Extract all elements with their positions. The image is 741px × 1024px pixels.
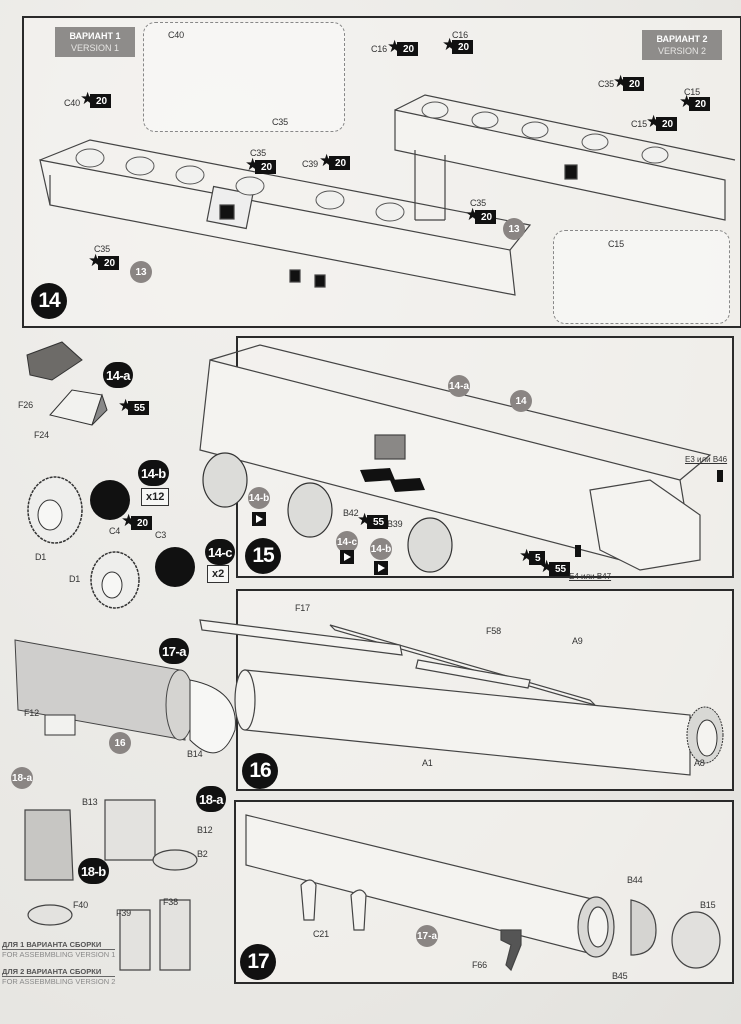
- part-label-c39: C39: [302, 159, 318, 169]
- flip-side-icon: [252, 512, 266, 526]
- wheel-assembly-illustration-14b: [27, 476, 130, 544]
- version-1-ru: ВАРИАНТ 1: [69, 31, 121, 41]
- part-label-c40: C40: [64, 98, 80, 108]
- ref-badge-14c: 14-c: [336, 531, 358, 553]
- part-label-f58: F58: [486, 626, 501, 636]
- quantity-box-x12: x12: [141, 488, 170, 506]
- ref-badge-13-v2: 13: [503, 218, 525, 240]
- sub-step-badge-17a: 17-a: [159, 638, 190, 664]
- step-number-15: 15: [245, 538, 281, 574]
- part-label-b42: B42: [343, 508, 359, 518]
- part-label-f39: F39: [116, 908, 131, 918]
- part-label-f26: F26: [18, 400, 33, 410]
- part-label-c16-a: C16: [371, 44, 387, 54]
- missile-tube-illustration: [199, 619, 724, 776]
- alt-part-label-e3-b46: E3 или B46: [685, 455, 728, 464]
- part-label-f38: F38: [163, 897, 178, 907]
- part-label-f24: F24: [34, 430, 49, 440]
- sub-step-badge-14a: 14-a: [103, 362, 134, 388]
- step-number-16: 16: [242, 753, 278, 789]
- version-2-ru: ВАРИАНТ 2: [656, 34, 708, 44]
- part-label-c3: C3: [155, 530, 167, 540]
- part-label-b39: B39: [387, 519, 403, 529]
- part-label-c16-b: C16: [452, 30, 468, 40]
- ref-badge-14a: 14-a: [448, 375, 470, 397]
- part-label-a1: A1: [422, 758, 433, 768]
- note-version-1: ДЛЯ 1 ВАРИАНТА СБОРКИ FOR ASSEBMBLING VE…: [2, 940, 116, 959]
- ref-badge-16: 16: [109, 732, 131, 754]
- launcher-vehicle-illustration: [199, 344, 723, 573]
- part-label-b15: B15: [700, 900, 716, 910]
- part-label-c35-inset: C35: [272, 117, 288, 127]
- part-label-b12: B12: [197, 825, 213, 835]
- note-version-1-ru: ДЛЯ 1 ВАРИАНТА СБОРКИ: [2, 940, 116, 950]
- step-number-17: 17: [240, 944, 276, 980]
- sub-step-badge-18b: 18-b: [78, 858, 109, 884]
- part-label-b45: B45: [612, 971, 628, 981]
- part-label-a8: A8: [694, 758, 705, 768]
- part-label-c4: C4: [109, 526, 121, 536]
- part-label-b13: B13: [82, 797, 98, 807]
- ref-badge-14b-a: 14-b: [248, 487, 270, 509]
- part-label-d1-a: D1: [35, 552, 47, 562]
- version-1-detail-inset: [143, 22, 345, 132]
- part-label-f66: F66: [472, 960, 487, 970]
- launcher-chassis-illustration-v2: [394, 94, 736, 221]
- ref-badge-17a: 17-a: [416, 925, 438, 947]
- ref-badge-14b-b: 14-b: [370, 538, 392, 560]
- part-label-c40-inset: C40: [168, 30, 184, 40]
- part-label-c35-b: C35: [94, 244, 110, 254]
- part-label-f40: F40: [73, 900, 88, 910]
- ref-badge-14: 14: [510, 390, 532, 412]
- note-version-2: ДЛЯ 2 ВАРИАНТА СБОРКИ FOR ASSEBMBLING VE…: [2, 967, 116, 986]
- version-2-en: VERSION 2: [657, 46, 706, 56]
- step-number-14: 14: [31, 283, 67, 319]
- version-2-detail-inset: [553, 230, 730, 324]
- version-1-label: ВАРИАНТ 1 VERSION 1: [55, 27, 135, 57]
- missile-section-illustration-17a: [14, 639, 236, 754]
- part-label-c15-inset: C15: [608, 239, 624, 249]
- wheel-assembly-illustration-14c: [90, 547, 195, 609]
- missile-rear-assembly-illustration: [245, 814, 721, 972]
- flip-side-icon: [374, 561, 388, 575]
- part-label-c15-b: C15: [631, 119, 647, 129]
- sub-step-badge-14b: 14-b: [138, 460, 169, 486]
- launcher-chassis-illustration-v1: [39, 139, 532, 296]
- version-1-en: VERSION 1: [70, 43, 119, 53]
- ref-badge-18a: 18-a: [11, 767, 33, 789]
- launch-cup-illustration: [24, 799, 198, 971]
- version-2-label: ВАРИАНТ 2 VERSION 2: [642, 30, 722, 60]
- ref-badge-13-v1: 13: [130, 261, 152, 283]
- part-label-c35-d: C35: [470, 198, 486, 208]
- part-label-c21: C21: [313, 929, 329, 939]
- note-version-1-en: FOR ASSEBMBLING VERSION 1: [2, 950, 116, 959]
- part-label-c15-a: C15: [684, 87, 700, 97]
- part-label-f12: F12: [24, 708, 39, 718]
- note-version-2-ru: ДЛЯ 2 ВАРИАНТА СБОРКИ: [2, 967, 116, 977]
- quantity-box-x2: x2: [207, 565, 230, 583]
- part-label-f17: F17: [295, 603, 310, 613]
- part-label-b14: B14: [187, 749, 203, 759]
- part-label-a9: A9: [572, 636, 583, 646]
- sub-step-badge-18a: 18-a: [196, 786, 227, 812]
- part-label-c35-a: C35: [250, 148, 266, 158]
- alt-part-label-e4-b47: E4 или B47: [569, 572, 612, 581]
- part-label-b44: B44: [627, 875, 643, 885]
- cover-parts-illustration: [26, 341, 108, 426]
- note-version-2-en: FOR ASSEBMBLING VERSION 2: [2, 977, 116, 986]
- sub-step-badge-14c: 14-c: [205, 539, 236, 565]
- part-label-c35-c: C35: [598, 79, 614, 89]
- part-label-b2: B2: [197, 849, 208, 859]
- flip-side-icon: [340, 550, 354, 564]
- part-label-d1-b: D1: [69, 574, 81, 584]
